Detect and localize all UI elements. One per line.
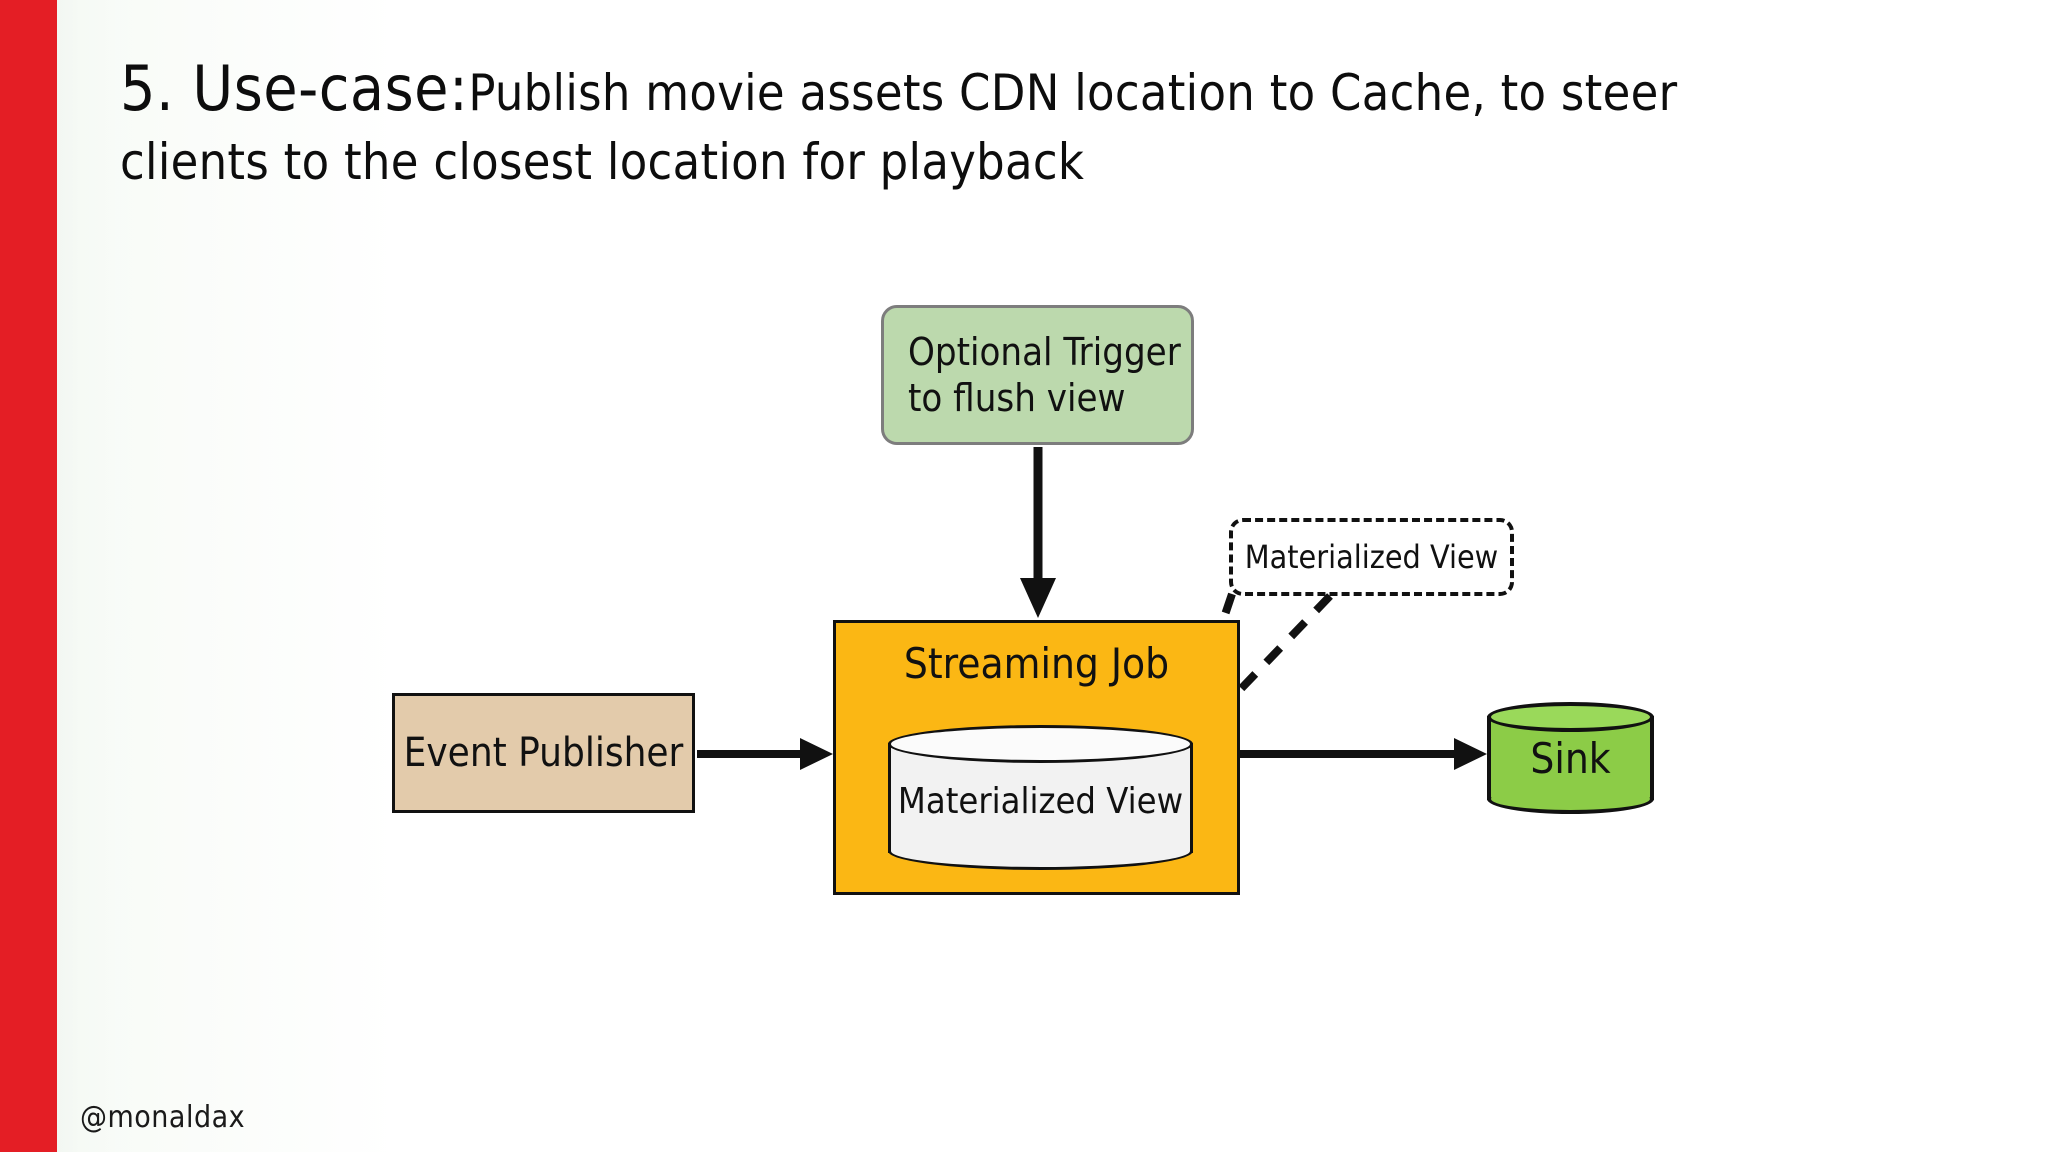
node-materialized-view-callout[interactable]: Materialized View [1229, 518, 1514, 596]
node-sink[interactable]: Sink [1487, 702, 1654, 814]
page-title: 5. Use-case:Publish movie assets CDN loc… [120, 55, 1677, 191]
title-line-2: clients to the closest location for play… [120, 132, 1085, 191]
edge-trigger-to-streaming-job [1020, 447, 1056, 618]
cylinder-top-ellipse [888, 725, 1193, 763]
title-number: 5. Use-case: [120, 52, 469, 125]
node-optional-trigger[interactable]: Optional Trigger to flush view [881, 305, 1194, 445]
title-main-text: Publish movie assets CDN location to Cac… [468, 64, 1678, 122]
accent-stripe [0, 0, 57, 1152]
node-event-publisher[interactable]: Event Publisher [392, 693, 695, 813]
sink-cylinder-top-ellipse [1487, 702, 1654, 732]
optional-trigger-label-line2: to flush view [908, 376, 1126, 420]
optional-trigger-label-line1: Optional Trigger [908, 329, 1181, 374]
author-handle: @monaldax [80, 1100, 246, 1135]
streaming-job-label: Streaming Job [903, 639, 1170, 688]
event-publisher-label: Event Publisher [403, 730, 684, 776]
edge-streaming-job-to-sink [1240, 738, 1487, 770]
edge-publisher-to-streaming-job [697, 738, 833, 770]
title-line-1: 5. Use-case:Publish movie assets CDN loc… [120, 55, 1677, 123]
sink-label: Sink [1530, 734, 1611, 783]
materialized-view-callout-label: Materialized View [1244, 538, 1499, 576]
materialized-view-label: Materialized View [897, 781, 1184, 822]
node-streaming-job[interactable]: Streaming Job Materialized View [833, 620, 1240, 895]
node-materialized-view-cylinder[interactable]: Materialized View [888, 725, 1193, 870]
